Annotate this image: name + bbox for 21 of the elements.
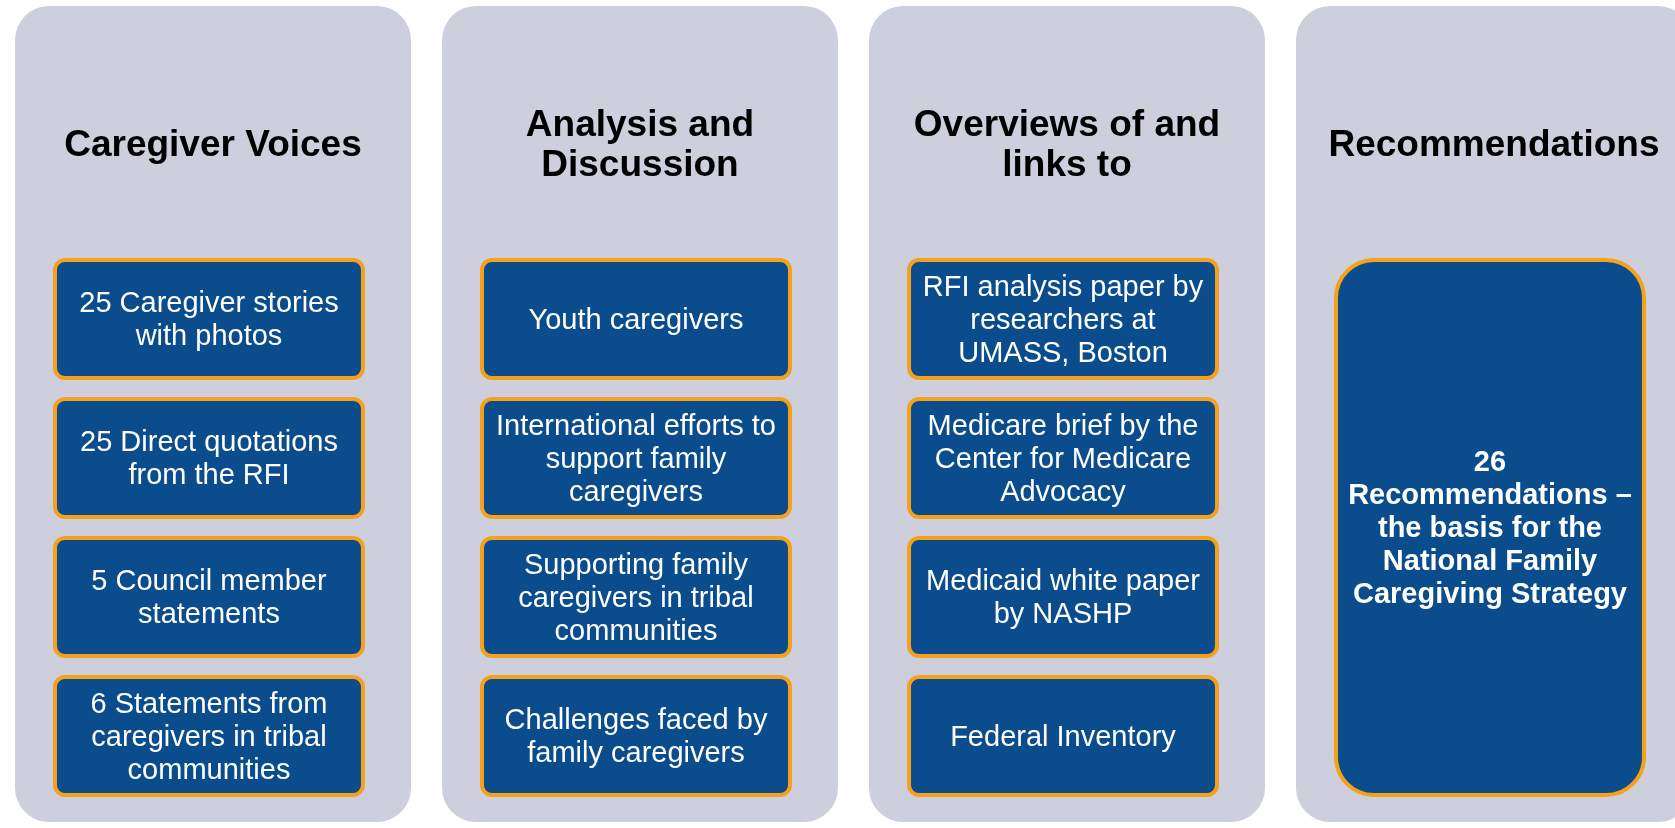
column-heading: Recommendations	[1328, 124, 1660, 164]
item-box: Youth caregivers	[480, 258, 792, 380]
item-box: 5 Council member statements	[53, 536, 365, 658]
item-box: 6 Statements from caregivers in tribal communities	[53, 675, 365, 797]
item-box: 26 Recommendations – the basis for the National Family Caregiving Strategy	[1334, 258, 1646, 797]
column-panel	[1296, 6, 1675, 822]
item-box: Supporting family caregivers in tribal communities	[480, 536, 792, 658]
item-box: RFI analysis paper by researchers at UMASS, Boston	[907, 258, 1219, 380]
column-heading: Analysis and Discussion	[524, 104, 756, 184]
item-box: International efforts to support family caregivers	[480, 397, 792, 519]
item-box: Challenges faced by family caregivers	[480, 675, 792, 797]
column-panel	[442, 6, 838, 822]
item-box: 25 Direct quotations from the RFI	[53, 397, 365, 519]
item-box: Medicare brief by the Center for Medicare Advocacy	[907, 397, 1219, 519]
column-panel	[15, 6, 411, 822]
column-heading: Caregiver Voices	[64, 124, 362, 164]
column-panel	[869, 6, 1265, 822]
item-box: Federal Inventory	[907, 675, 1219, 797]
item-box: Medicaid white paper by NASHP	[907, 536, 1219, 658]
item-box: 25 Caregiver stories with photos	[53, 258, 365, 380]
column-heading: Overviews of and links to	[912, 104, 1222, 184]
